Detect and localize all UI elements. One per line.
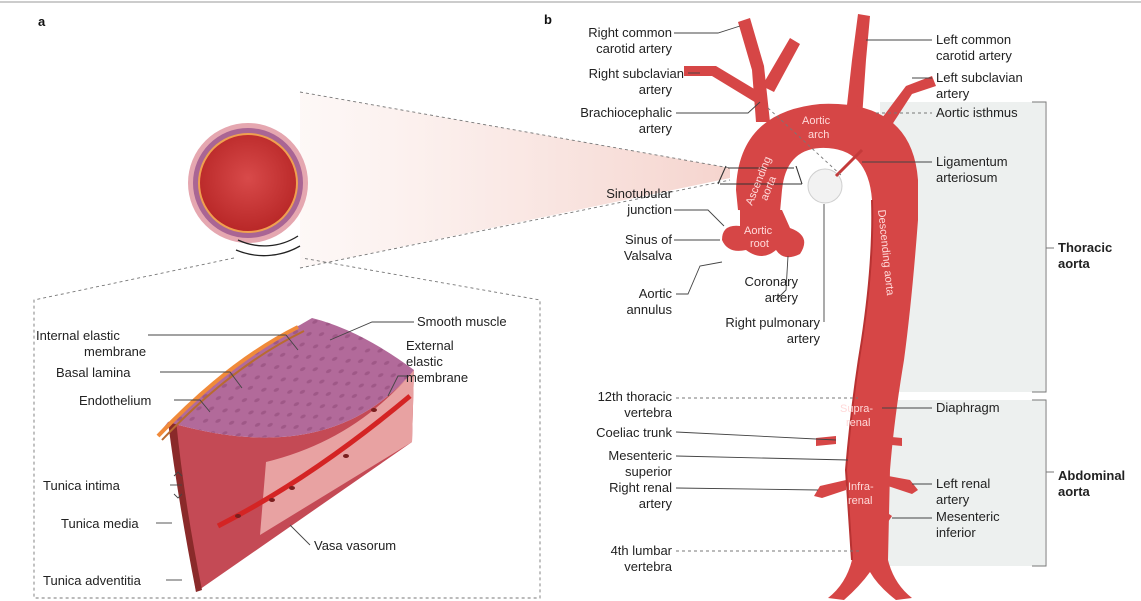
- label-aortic-annulus-2: annulus: [626, 302, 672, 317]
- label-brachiocephalic-2: artery: [639, 121, 673, 136]
- aorta-cross-section: [188, 123, 308, 256]
- label-external-elastic-2: elastic: [406, 354, 443, 369]
- label-4th-lumbar-2: vertebra: [624, 559, 672, 574]
- label-internal-elastic-1: Internal elastic: [36, 328, 120, 343]
- label-mesenteric-inferior-2: inferior: [936, 525, 976, 540]
- panel-label-a: a: [38, 14, 46, 29]
- inner-root-2: root: [750, 238, 769, 250]
- label-left-renal-1: Left renal: [936, 476, 990, 491]
- label-mesenteric-inferior-1: Mesenteric: [936, 509, 1000, 524]
- label-abdominal-aorta-2: aorta: [1058, 484, 1091, 499]
- label-left-subclavian-2: artery: [936, 86, 970, 101]
- label-right-common-carotid-1: Right common: [588, 25, 672, 40]
- inner-supra-2: renal: [846, 417, 870, 429]
- label-abdominal-aorta-1: Abdominal: [1058, 468, 1125, 483]
- label-sinotubular-1: Sinotubular: [606, 186, 672, 201]
- label-12th-thoracic-1: 12th thoracic: [598, 389, 673, 404]
- inner-supra-1: Supra-: [840, 403, 873, 415]
- label-mesenteric-superior-1: Mesenteric: [608, 448, 672, 463]
- label-right-subclavian-2: artery: [639, 82, 673, 97]
- label-brachiocephalic-1: Brachiocephalic: [580, 105, 672, 120]
- label-right-renal-1: Right renal: [609, 480, 672, 495]
- label-aortic-isthmus: Aortic isthmus: [936, 105, 1018, 120]
- label-right-pulmonary-2: artery: [787, 331, 821, 346]
- label-sinus-valsalva-1: Sinus of: [625, 232, 672, 247]
- label-diaphragm: Diaphragm: [936, 400, 1000, 415]
- label-coronary-2: artery: [765, 290, 799, 305]
- ligamentum-band: [836, 150, 862, 176]
- label-internal-elastic-2: membrane: [84, 344, 146, 359]
- label-right-pulmonary-1: Right pulmonary: [725, 315, 820, 330]
- label-external-elastic-1: External: [406, 338, 454, 353]
- label-coronary-1: Coronary: [745, 274, 799, 289]
- inner-root-1: Aortic: [744, 225, 773, 237]
- label-right-subclavian-1: Right subclavian: [589, 66, 684, 81]
- label-ligamentum-2: arteriosum: [936, 170, 997, 185]
- label-vasa-vasorum: Vasa vasorum: [314, 538, 396, 553]
- inner-arch-1: Aortic: [802, 115, 831, 127]
- label-endothelium: Endothelium: [79, 393, 151, 408]
- panel-label-b: b: [544, 12, 552, 27]
- label-left-renal-2: artery: [936, 492, 970, 507]
- inner-infra-1: Infra-: [848, 481, 874, 493]
- label-aortic-annulus-1: Aortic: [639, 286, 673, 301]
- label-4th-lumbar-1: 4th lumbar: [611, 543, 673, 558]
- label-sinus-valsalva-2: Valsalva: [624, 248, 673, 263]
- label-left-subclavian-1: Left subclavian: [936, 70, 1023, 85]
- inner-arch-2: arch: [808, 129, 829, 141]
- label-tunica-adventitia: Tunica adventitia: [43, 573, 142, 588]
- label-external-elastic-3: membrane: [406, 370, 468, 385]
- label-ligamentum-1: Ligamentum: [936, 154, 1008, 169]
- label-mesenteric-superior-2: superior: [625, 464, 673, 479]
- label-sinotubular-2: junction: [626, 202, 672, 217]
- label-right-renal-2: artery: [639, 496, 673, 511]
- inner-infra-2: renal: [848, 495, 872, 507]
- label-12th-thoracic-2: vertebra: [624, 405, 672, 420]
- label-tunica-media: Tunica media: [61, 516, 139, 531]
- label-thoracic-aorta-1: Thoracic: [1058, 240, 1112, 255]
- label-right-common-carotid-2: carotid artery: [596, 41, 672, 56]
- label-tunica-intima: Tunica intima: [43, 478, 121, 493]
- label-smooth-muscle: Smooth muscle: [417, 314, 507, 329]
- label-left-common-carotid-1: Left common: [936, 32, 1011, 47]
- label-coeliac-trunk: Coeliac trunk: [596, 425, 672, 440]
- label-basal-lamina: Basal lamina: [56, 365, 131, 380]
- label-thoracic-aorta-2: aorta: [1058, 256, 1091, 271]
- label-left-common-carotid-2: carotid artery: [936, 48, 1012, 63]
